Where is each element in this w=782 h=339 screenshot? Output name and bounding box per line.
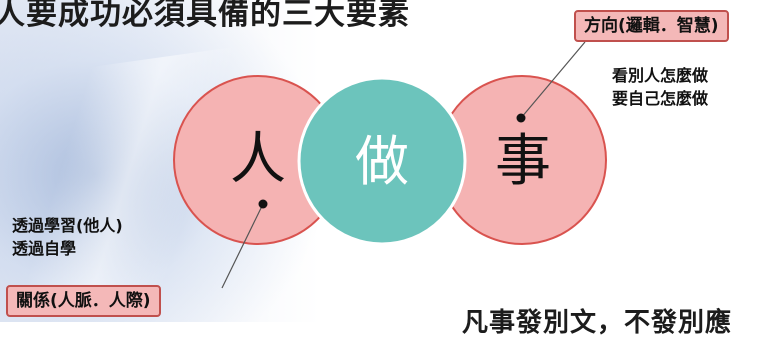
circle-person-label: 人: [230, 127, 286, 192]
note-left-line-1: 透過學習(他人): [12, 216, 123, 235]
tag-direction: 方向(邏輯．智慧): [574, 10, 729, 42]
note-right: 看別人怎麼做 要自己怎麼做: [612, 64, 708, 110]
connector-dot-relation: [258, 199, 268, 209]
connector-dot-direction: [516, 113, 526, 123]
three-elements-diagram: 人 做 事: [173, 41, 607, 289]
note-right-line-2: 要自己怎麼做: [612, 89, 709, 108]
circle-do-label: 做: [355, 130, 409, 193]
tag-relation: 關係(人脈．人際): [6, 285, 161, 317]
bottom-caption: 凡事發別文，不發別應: [462, 308, 733, 338]
connector-line-direction: [520, 41, 586, 119]
connector-line-relation: [221, 203, 264, 289]
note-right-line-1: 看別人怎麼做: [612, 66, 709, 85]
note-left: 透過學習(他人) 透過自學: [12, 214, 123, 260]
note-left-line-2: 透過自學: [12, 239, 77, 258]
circle-do: [297, 76, 467, 246]
circle-matter-label: 事: [495, 129, 551, 194]
page-title: 人要成功必須具備的三大要素: [0, 0, 410, 32]
